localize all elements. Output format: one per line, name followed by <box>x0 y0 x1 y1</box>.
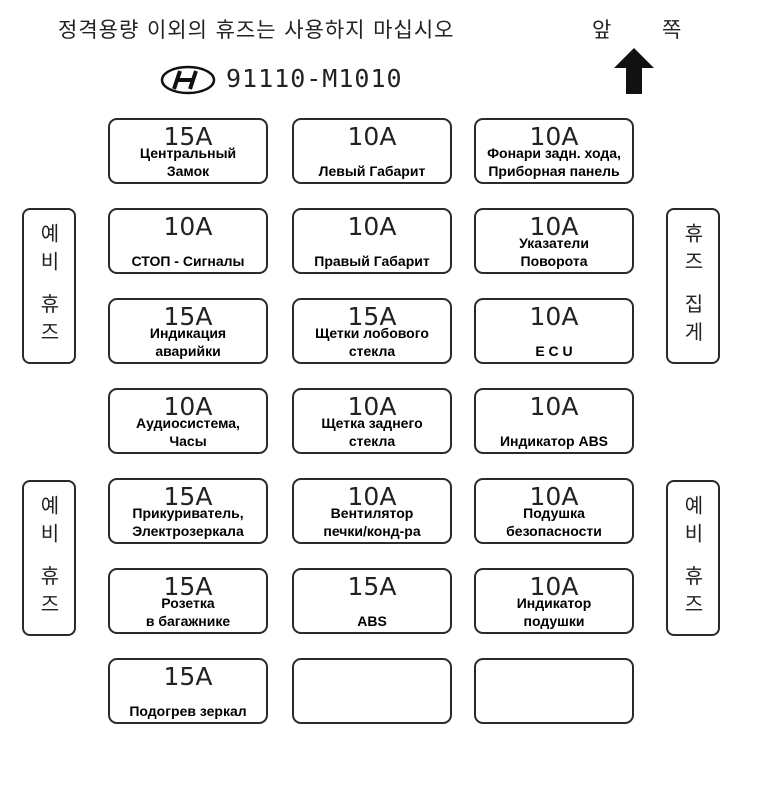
fuse-rating: 15A <box>163 572 213 601</box>
spare-fuse-label: 예비 휴즈 <box>680 494 705 622</box>
part-number: 91110-M1010 <box>226 64 403 93</box>
spare-fuse-slot: 예비 휴즈 <box>666 480 720 636</box>
fuse-rating: 10A <box>529 302 579 331</box>
fuse-rating: 10A <box>347 212 397 241</box>
fuse-label: Указатели Поворота <box>519 235 589 269</box>
spare-fuse-label: 예비 휴즈 <box>36 222 61 350</box>
fuse-rating: 10A <box>163 392 213 421</box>
spare-fuse-slot: 예비 휴즈 <box>22 480 76 636</box>
fuse-label: Подогрев зеркал <box>129 703 247 719</box>
front-label: 앞 쪽 <box>592 18 704 42</box>
fuse-rating: 15A <box>163 662 213 691</box>
fuse-rating: 10A <box>347 392 397 421</box>
fuse-rating: 15A <box>163 122 213 151</box>
hyundai-logo <box>160 65 216 95</box>
fuse-slot: 10A Левый Габарит <box>292 118 452 184</box>
fuse-label: Индикатор ABS <box>499 433 609 449</box>
warning-text: 정격용량 이외의 휴즈는 사용하지 마십시오 <box>58 18 455 42</box>
fuse-slot: 10A E C U <box>474 298 634 364</box>
fuse-label: Индикатор подушки <box>516 595 592 629</box>
fuse-label: СТОП - Сигналы <box>131 253 245 269</box>
spare-fuse-label: 예비 휴즈 <box>36 494 61 622</box>
fuse-rating: 15A <box>347 302 397 331</box>
fuse-rating: 15A <box>163 302 213 331</box>
fuse-slot: 15A Подогрев зеркал <box>108 658 268 724</box>
fuse-rating: 10A <box>347 482 397 511</box>
fuse-label: Щетка заднего стекла <box>321 415 423 449</box>
fuse-label: Розетка в багажнике <box>145 595 231 629</box>
fuse-slot: 15A ABS <box>292 568 452 634</box>
fuse-rating: 10A <box>163 212 213 241</box>
fuse-label: Правый Габарит <box>314 253 430 269</box>
fuse-slot: 10A Правый Габарит <box>292 208 452 274</box>
fuse-label: Вентилятор печки/конд-ра <box>323 505 421 539</box>
fuse-label: ABS <box>357 613 387 629</box>
fuse-label: Центральный Замок <box>139 145 237 179</box>
fuse-label: Фонари задн. хода, Приборная панель <box>487 145 621 179</box>
spare-fuse-label: 휴즈 집게 <box>680 222 705 350</box>
fuse-rating: 10A <box>347 122 397 151</box>
fuse-rating: 10A <box>529 212 579 241</box>
fuse-label: E C U <box>535 343 573 359</box>
fuse-slot: 10A Индикатор ABS <box>474 388 634 454</box>
fuse-rating: 15A <box>163 482 213 511</box>
spare-fuse-slot: 예비 휴즈 <box>22 208 76 364</box>
spare-fuse-slot: 휴즈 집게 <box>666 208 720 364</box>
arrow-up-icon <box>614 48 654 94</box>
fuse-slot <box>474 658 634 724</box>
fuse-slot <box>292 658 452 724</box>
fuse-rating: 10A <box>529 122 579 151</box>
fuse-rating: 15A <box>347 572 397 601</box>
fuse-rating: 10A <box>529 392 579 421</box>
fuse-label: Левый Габарит <box>318 163 426 179</box>
fuse-rating: 10A <box>529 572 579 601</box>
fuse-label: Подушка безопасности <box>506 505 602 539</box>
fuse-slot: 10A СТОП - Сигналы <box>108 208 268 274</box>
fuse-label: Индикация аварийки <box>149 325 227 359</box>
fuse-label: Щетки лобового стекла <box>315 325 429 359</box>
fuse-label: Прикуриватель, Электрозеркала <box>132 505 244 539</box>
fuse-label: Аудиосистема, Часы <box>136 415 240 449</box>
fuse-rating: 10A <box>529 482 579 511</box>
